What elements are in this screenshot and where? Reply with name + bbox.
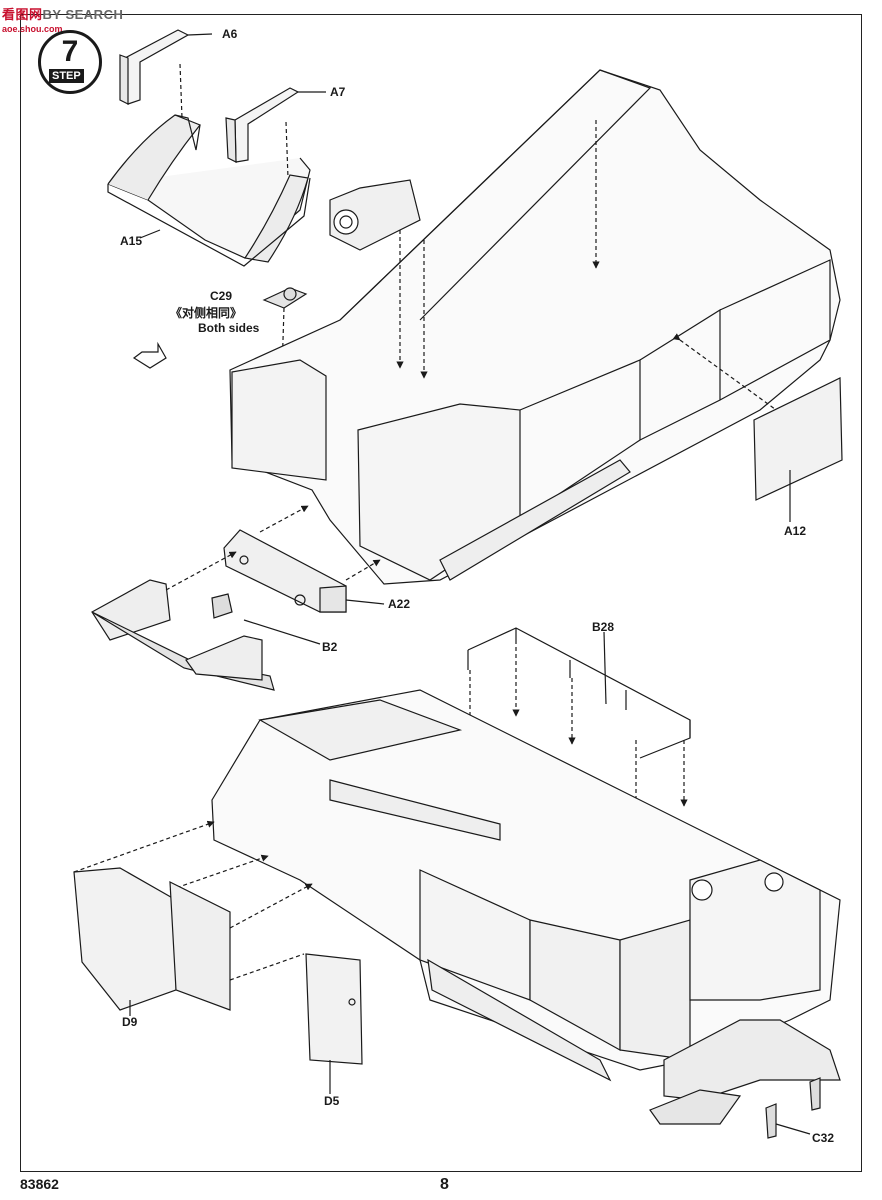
part-a22-drawing [224, 506, 384, 612]
label-a12: A12 [784, 524, 807, 538]
part-a6-drawing [120, 30, 212, 104]
part-d9-drawing [74, 868, 176, 1016]
label-a6: A6 [222, 27, 238, 41]
page-number: 8 [440, 1176, 449, 1193]
part-a12-drawing [754, 378, 842, 522]
part-b28-drawing [466, 628, 690, 815]
label-d9: D9 [122, 1015, 138, 1029]
label-d5: D5 [324, 1094, 340, 1108]
part-b2-drawing [92, 552, 320, 690]
label-c32: C32 [812, 1131, 835, 1145]
label-a22: A22 [388, 597, 411, 611]
upper-hull-drawing [230, 70, 840, 584]
label-c29-note-cn: 《对侧相同》 [170, 306, 243, 320]
part-c29-drawing [264, 288, 306, 373]
label-c29: C29 [210, 289, 233, 303]
part-a15-drawing [108, 64, 310, 266]
kit-code: 83862 [20, 1176, 59, 1192]
label-c29-note-en: Both sides [198, 321, 260, 335]
step-badge: 7 STEP [38, 30, 102, 94]
label-a7: A7 [330, 85, 346, 99]
watermark-url: aoe.shou.com [2, 24, 63, 34]
watermark-logo: 看图网BY SEARCH [2, 7, 124, 22]
step-word: STEP [49, 69, 84, 83]
part-plate-mid-drawing [170, 882, 230, 1010]
label-b2: B2 [322, 640, 338, 654]
part-a7-drawing [226, 88, 326, 162]
part-d5-drawing [306, 954, 362, 1094]
step-number: 7 [61, 35, 79, 68]
label-a15: A15 [120, 234, 143, 248]
label-b28: B28 [592, 620, 615, 634]
page-frame [20, 14, 862, 1172]
lower-hull-drawing [74, 690, 840, 1138]
